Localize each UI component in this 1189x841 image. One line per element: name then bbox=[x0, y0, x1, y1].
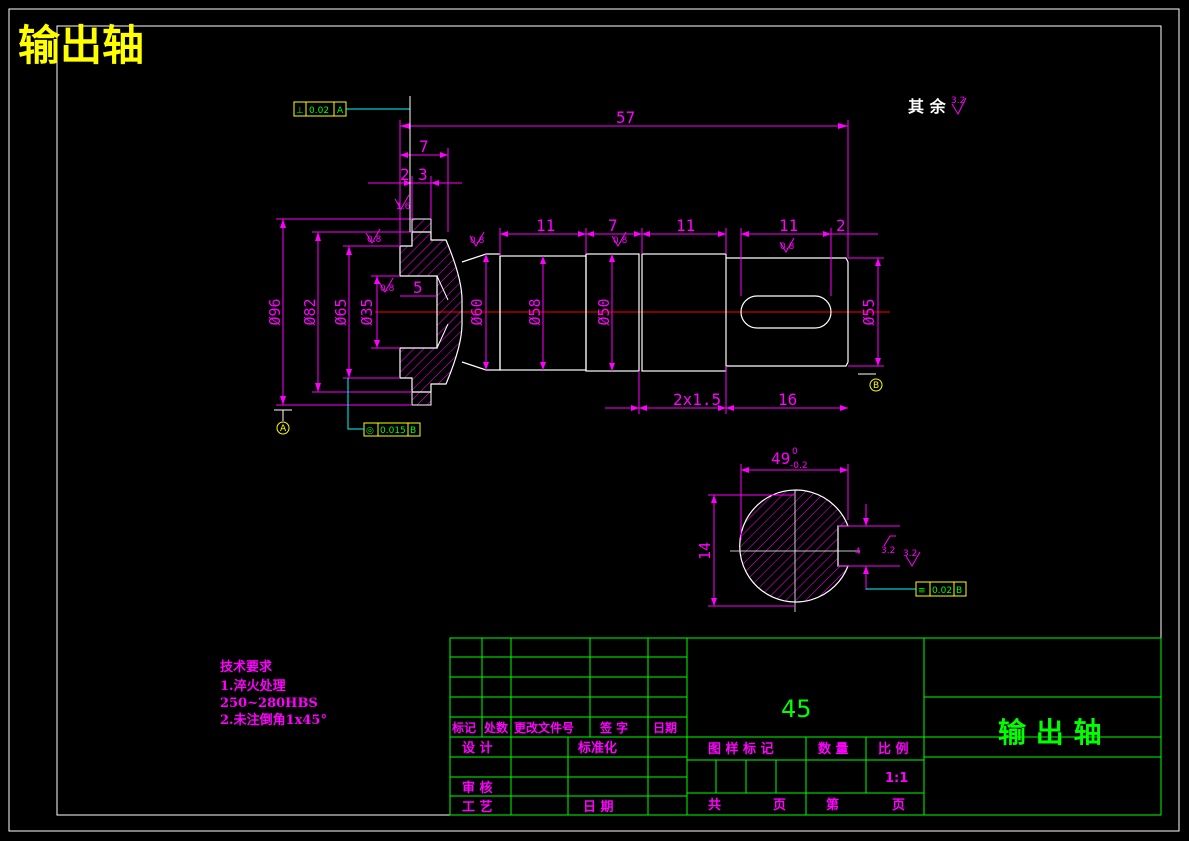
shaft-segment-55 bbox=[726, 257, 849, 367]
svg-text:B: B bbox=[873, 381, 879, 391]
flange-lug-bottom bbox=[411, 391, 432, 406]
label-date: 日 期 bbox=[583, 800, 614, 815]
dim-dia-65: Ø65 bbox=[332, 298, 350, 325]
svg-text:B: B bbox=[410, 426, 416, 436]
label-stage-mark: 图 样 标 记 bbox=[708, 741, 774, 757]
dim-11c: 11 bbox=[779, 216, 798, 235]
rev-header-doc: 更改文件号 bbox=[514, 720, 574, 735]
roughness-r1: 1.6 bbox=[396, 202, 411, 212]
svg-text:0.02: 0.02 bbox=[932, 586, 952, 596]
part-name: 输 出 轴 bbox=[998, 716, 1102, 749]
surface-finish-label: 其 余 bbox=[908, 97, 947, 116]
dim-11b: 11 bbox=[676, 216, 695, 235]
dim-2: 2 bbox=[400, 165, 410, 184]
roughness-r3: 0.8 bbox=[380, 284, 395, 294]
datum-a: A bbox=[274, 409, 292, 435]
tech-req-heading: 技术要求 bbox=[220, 659, 273, 675]
label-standardize: 标准化 bbox=[577, 740, 617, 756]
drawing-title: 输出轴 bbox=[18, 21, 144, 70]
flange-lug-top bbox=[411, 218, 432, 233]
dim-overall-length: 57 bbox=[616, 108, 635, 127]
roughness-symbols bbox=[365, 194, 795, 293]
dim-key-length: 16 bbox=[778, 390, 797, 409]
roughness-r6: 0.8 bbox=[780, 242, 795, 252]
section-tol-lower: -0.2 bbox=[790, 461, 808, 471]
tech-req-item: 1.淬火处理 bbox=[220, 678, 286, 694]
svg-text:◎: ◎ bbox=[366, 426, 374, 436]
section-view bbox=[739, 489, 849, 603]
section-dimensions bbox=[708, 464, 921, 607]
section-arrows bbox=[711, 467, 869, 606]
tolerance-frame-perp: ⊥ 0.02 A bbox=[293, 96, 411, 232]
dim-dia-50: Ø50 bbox=[595, 298, 613, 325]
roughness-r4: 0.8 bbox=[470, 236, 485, 246]
dim-7b: 7 bbox=[608, 216, 618, 235]
section-key-depth: 4 bbox=[855, 547, 861, 557]
dim-5: 5 bbox=[413, 278, 423, 297]
section-width: 49 bbox=[771, 449, 790, 468]
svg-text:0.015: 0.015 bbox=[380, 426, 406, 436]
tech-req-item: 2.未注倒角1x45° bbox=[220, 712, 327, 728]
label-sheet-unit2: 页 bbox=[892, 798, 905, 813]
shaft-segment-bearing bbox=[641, 253, 727, 372]
svg-text:A: A bbox=[337, 106, 344, 116]
svg-text:≡: ≡ bbox=[918, 586, 926, 596]
section-key-width: 14 bbox=[696, 542, 714, 560]
rev-header-date: 日期 bbox=[653, 720, 677, 735]
dim-dia-55: Ø55 bbox=[860, 298, 878, 325]
bore-cone bbox=[436, 323, 449, 349]
label-quantity: 数 量 bbox=[818, 741, 849, 757]
label-review: 审 核 bbox=[462, 780, 493, 796]
dim-2b: 2 bbox=[836, 216, 846, 235]
label-scale: 比 例 bbox=[878, 741, 909, 757]
dim-groove: 2x1.5 bbox=[673, 390, 721, 409]
dim-3: 3 bbox=[418, 165, 428, 184]
rev-header-sign: 签 字 bbox=[599, 720, 628, 735]
scale-value: 1:1 bbox=[885, 771, 908, 786]
label-total: 共 bbox=[708, 797, 721, 813]
roughness-r5: 0.8 bbox=[613, 236, 628, 246]
tolerance-frame-runout: ◎ 0.015 B bbox=[347, 378, 421, 437]
section-roughness-2: 3.2 bbox=[903, 549, 917, 559]
section-roughness-1: 3.2 bbox=[881, 546, 895, 556]
dimension-lines bbox=[276, 120, 884, 414]
dim-dia-58: Ø58 bbox=[526, 298, 544, 325]
dim-7: 7 bbox=[419, 137, 429, 156]
tolerance-frame-sym: ≡ 0.02 B bbox=[866, 581, 967, 597]
svg-text:B: B bbox=[956, 586, 962, 596]
tech-req-item: 250~280HBS bbox=[220, 696, 318, 711]
outer-border bbox=[8, 8, 1180, 832]
dim-dia-96: Ø96 bbox=[266, 298, 284, 325]
label-sheet-no: 第 bbox=[826, 797, 839, 813]
surface-finish-icon: 3.2 bbox=[951, 96, 967, 116]
keyway-slot bbox=[740, 295, 832, 329]
dim-dia-35: Ø35 bbox=[358, 298, 376, 325]
dim-11a: 11 bbox=[536, 216, 555, 235]
flange-section bbox=[399, 231, 463, 393]
surface-finish-value: 3.2 bbox=[951, 96, 965, 106]
rev-header-mark: 标记 bbox=[451, 720, 476, 735]
svg-text:⊥: ⊥ bbox=[296, 106, 304, 116]
roughness-r2: 0.8 bbox=[367, 235, 382, 245]
section-tol-upper: 0 bbox=[792, 447, 798, 457]
datum-b: B bbox=[858, 373, 883, 392]
svg-text:0.02: 0.02 bbox=[309, 106, 329, 116]
dimension-arrows bbox=[280, 123, 881, 411]
label-design: 设 计 bbox=[462, 740, 493, 756]
rev-header-count: 处数 bbox=[483, 720, 509, 735]
material-value: 45 bbox=[781, 695, 812, 723]
label-sheet-unit: 页 bbox=[773, 798, 786, 813]
title-block-grid bbox=[449, 637, 1162, 816]
svg-text:A: A bbox=[280, 424, 287, 434]
dim-dia-82: Ø82 bbox=[301, 298, 319, 325]
label-process: 工 艺 bbox=[462, 799, 493, 815]
dim-dia-60: Ø60 bbox=[468, 298, 486, 325]
bore-cone bbox=[436, 275, 449, 301]
